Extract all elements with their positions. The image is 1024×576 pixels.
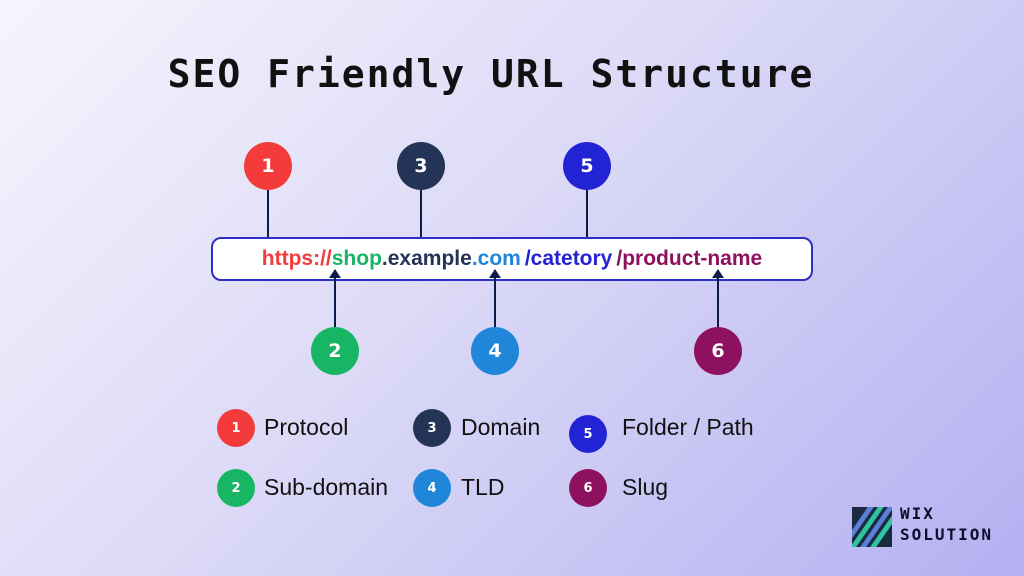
arrow-slug	[712, 269, 724, 327]
arrow-subdomain	[329, 269, 341, 327]
stripes-logo-icon	[852, 507, 892, 547]
url-tld: .com	[471, 247, 521, 270]
url-box: https:// shop .example .com /catetory /p…	[211, 237, 813, 281]
legend-label-slug: Slug	[622, 474, 669, 500]
legend-label-tld: TLD	[461, 474, 505, 500]
marker-2: 2	[311, 327, 359, 375]
brand-line-2: SOLUTION	[900, 525, 994, 544]
diagram-title: SEO Friendly URL Structure	[167, 52, 815, 96]
legend-label-domain: Domain	[461, 414, 541, 440]
marker-3: 3	[397, 142, 445, 190]
legend-num-3: 3	[413, 409, 451, 447]
legend-num-6: 6	[569, 469, 607, 507]
marker-6: 6	[694, 327, 742, 375]
url-protocol: https://	[261, 247, 332, 270]
legend-num-4: 4	[413, 469, 451, 507]
brand-line-1: WIX	[900, 504, 935, 523]
url-slug: /product-name	[616, 247, 763, 270]
legend-label-protocol: Protocol	[264, 414, 349, 440]
url-subdomain: shop	[331, 247, 382, 270]
legend-label-subdomain: Sub-domain	[264, 474, 389, 500]
legend-label-folder: Folder / Path	[622, 414, 754, 440]
url-domain: .example	[381, 247, 472, 270]
url-folder: /catetory	[524, 247, 613, 270]
brand-logo-text: WIX SOLUTION	[900, 503, 993, 545]
legend-num-1: 1	[217, 409, 255, 447]
marker-1: 1	[244, 142, 292, 190]
marker-5: 5	[563, 142, 611, 190]
legend-num-5: 5	[569, 415, 607, 453]
marker-4: 4	[471, 327, 519, 375]
legend-num-2: 2	[217, 469, 255, 507]
arrow-tld	[489, 269, 501, 327]
